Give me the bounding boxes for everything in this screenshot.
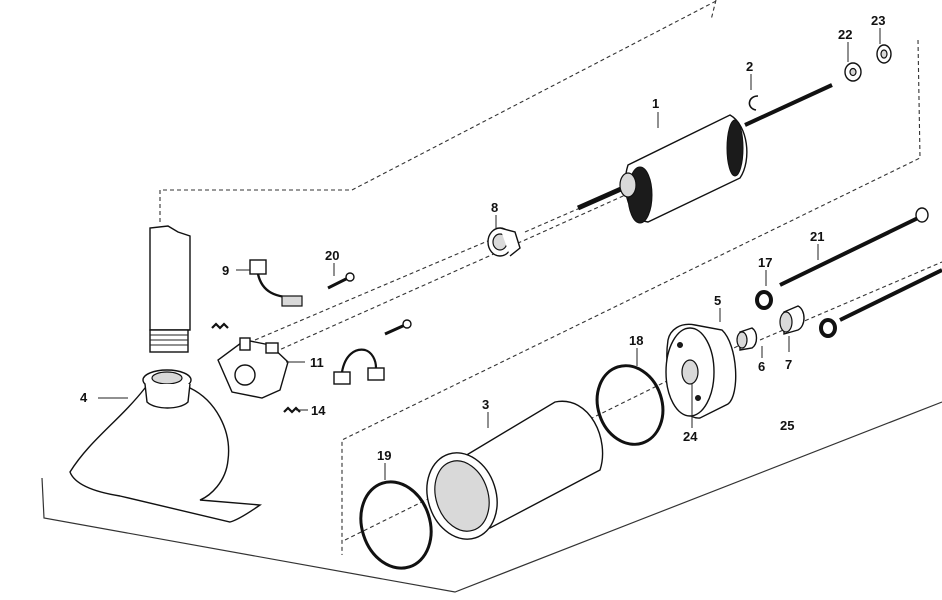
part-6-bushing bbox=[736, 327, 763, 358]
o-ring-right bbox=[819, 318, 837, 338]
callout-4: 4 bbox=[80, 390, 88, 405]
part-17-o-ring bbox=[755, 270, 773, 310]
callout-17: 17 bbox=[758, 255, 772, 270]
brush-set bbox=[333, 319, 412, 385]
callout-18: 18 bbox=[629, 333, 643, 348]
part-21-through-bolt bbox=[779, 207, 942, 322]
callout-3: 3 bbox=[482, 397, 489, 412]
part-7-bushing bbox=[779, 305, 805, 352]
part-8-bearing bbox=[487, 215, 521, 257]
part-19-o-ring bbox=[359, 463, 433, 570]
callout-7: 7 bbox=[785, 357, 792, 372]
callout-22: 22 bbox=[838, 27, 852, 42]
callout-21: 21 bbox=[810, 229, 824, 244]
callout-11: 11 bbox=[310, 355, 324, 370]
shaft-tube bbox=[149, 225, 191, 353]
callout-8: 8 bbox=[491, 200, 498, 215]
part-4-lower-unit bbox=[69, 369, 262, 523]
base-plane-outline bbox=[41, 401, 942, 593]
callout-9: 9 bbox=[222, 263, 229, 278]
part-1-armature bbox=[576, 83, 833, 224]
callout-6: 6 bbox=[758, 359, 765, 374]
part-20-screw bbox=[327, 263, 355, 290]
callout-19: 19 bbox=[377, 448, 391, 463]
callout-20: 20 bbox=[325, 248, 339, 263]
callout-labels: 1 2 3 4 5 6 7 8 9 11 14 17 18 19 20 21 2… bbox=[80, 13, 885, 463]
part-14-spring bbox=[211, 322, 308, 414]
part-22-washer bbox=[844, 42, 862, 82]
callout-14: 14 bbox=[311, 403, 326, 418]
part-23-washer bbox=[876, 28, 892, 64]
callout-23: 23 bbox=[871, 13, 885, 28]
part-5-end-cap bbox=[665, 308, 737, 428]
callout-25: 25 bbox=[780, 418, 794, 433]
callout-24: 24 bbox=[683, 429, 698, 444]
part-11-brush-holder bbox=[217, 337, 305, 399]
part-3-motor-housing bbox=[426, 400, 604, 540]
part-2-clip bbox=[748, 74, 759, 111]
callout-5: 5 bbox=[714, 293, 721, 308]
part-18-o-ring bbox=[595, 348, 665, 446]
callout-1: 1 bbox=[652, 96, 659, 111]
part-9-wire-lead bbox=[236, 259, 303, 307]
callout-2: 2 bbox=[746, 59, 753, 74]
